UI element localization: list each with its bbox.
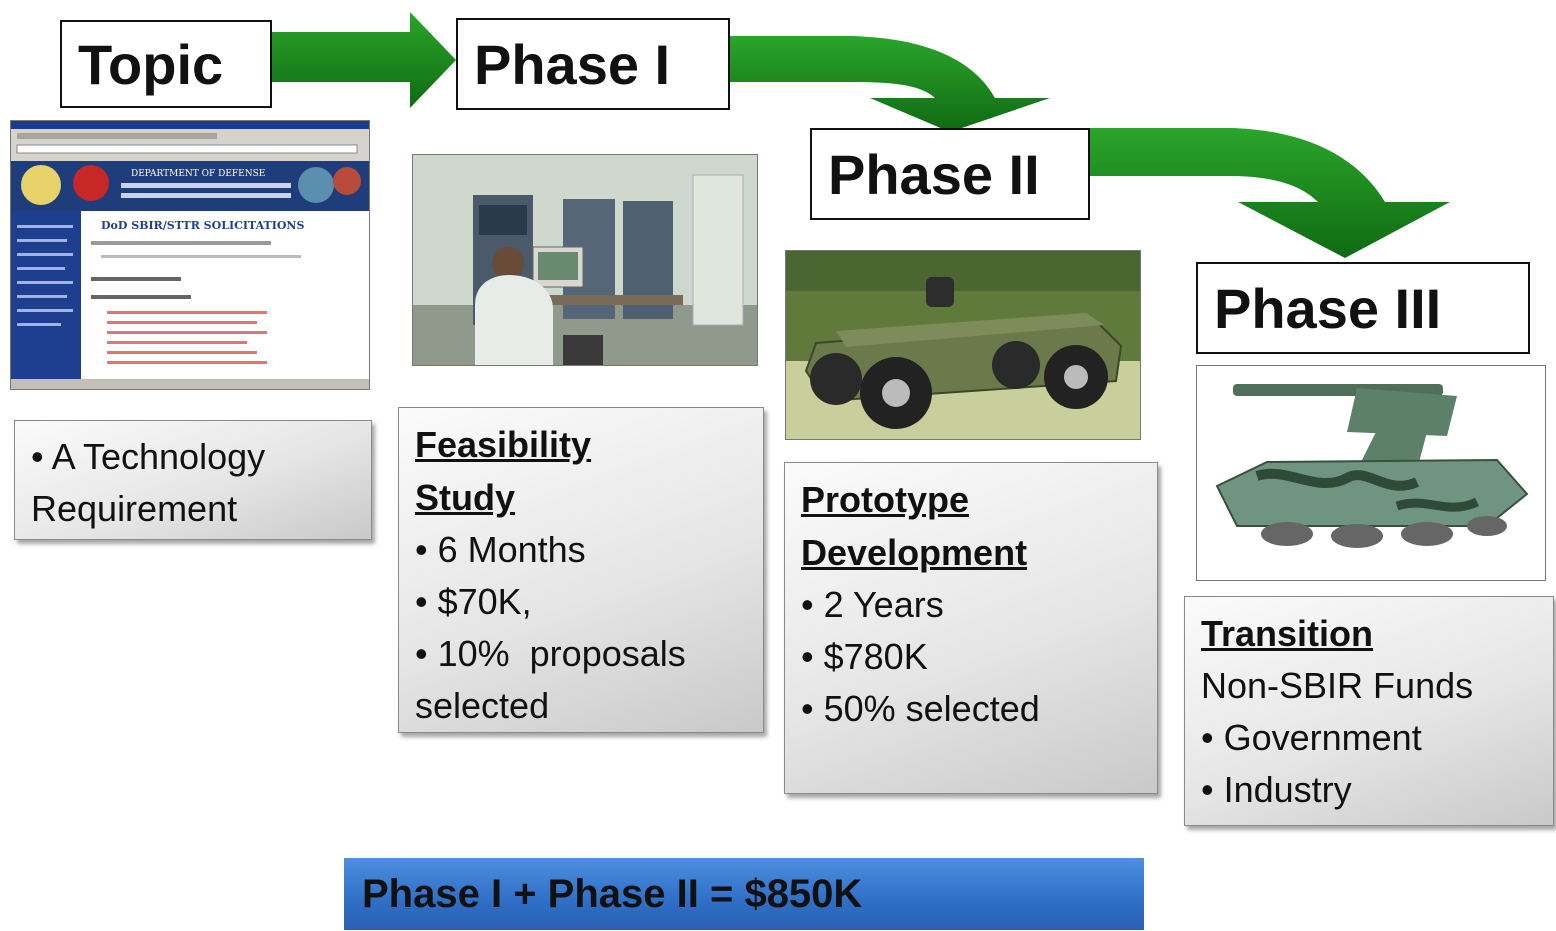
topic-line: Requirement (31, 488, 238, 529)
phase1-bullet: • 6 Months (415, 529, 586, 570)
robot-vehicle-image (786, 251, 1140, 439)
phase2-title: Phase II (810, 128, 1090, 220)
topic-title: Topic (60, 20, 272, 108)
phase1-bullet: selected (415, 685, 550, 726)
topic-info-box: • A Technology Requirement (14, 420, 372, 540)
phase2-bullet: • 2 Years (801, 584, 944, 625)
web-heading-text: DoD SBIR/STTR SOLICITATIONS (101, 219, 304, 232)
phase1-header: Feasibility (415, 424, 592, 465)
phase3-title: Phase III (1196, 262, 1530, 354)
lab-operator-photo (412, 154, 758, 366)
phase2-bullet: • 50% selected (801, 688, 1040, 729)
funding-summary-bar: Phase I + Phase II = $850K (344, 858, 1144, 930)
phase1-bullet: • 10% proposals (415, 633, 686, 674)
arrow-topic-to-phase1 (272, 12, 456, 108)
phase3-bullet: • Government (1201, 717, 1422, 758)
phase2-info-box: Prototype Development • 2 Years • $780K … (784, 462, 1158, 794)
topic-line: • A Technology (31, 436, 266, 477)
phase1-header: Study (415, 477, 516, 518)
phase1-title: Phase I (456, 18, 730, 110)
phase2-header: Prototype (801, 479, 970, 520)
phase1-bullet: • $70K, (415, 581, 532, 622)
phase3-info-box: Transition Non-SBIR Funds • Government •… (1184, 596, 1554, 826)
phase3-bullet: • Industry (1201, 769, 1352, 810)
arrow-phase1-to-phase2 (730, 36, 1050, 132)
arrow-phase2-to-phase3 (1090, 128, 1450, 258)
web-page-image: DEPARTMENT OF DEFENSE DoD SBIR/STTR SOLI… (11, 121, 369, 389)
phase1-info-box: Feasibility Study • 6 Months • $70K, • 1… (398, 407, 764, 733)
robotic-vehicle-photo (785, 250, 1141, 440)
phase2-bullet: • $780K (801, 636, 928, 677)
armored-vehicle-image (1197, 366, 1545, 580)
phase3-header: Transition (1201, 613, 1374, 654)
web-banner-text: DEPARTMENT OF DEFENSE (131, 169, 265, 179)
armored-vehicle-render (1196, 365, 1546, 581)
phase2-header: Development (801, 532, 1028, 573)
web-page-screenshot: DEPARTMENT OF DEFENSE DoD SBIR/STTR SOLI… (10, 120, 370, 390)
phase3-subheader: Non-SBIR Funds (1201, 665, 1474, 706)
funding-summary-text: Phase I + Phase II = $850K (362, 871, 863, 916)
lab-image (413, 155, 757, 365)
